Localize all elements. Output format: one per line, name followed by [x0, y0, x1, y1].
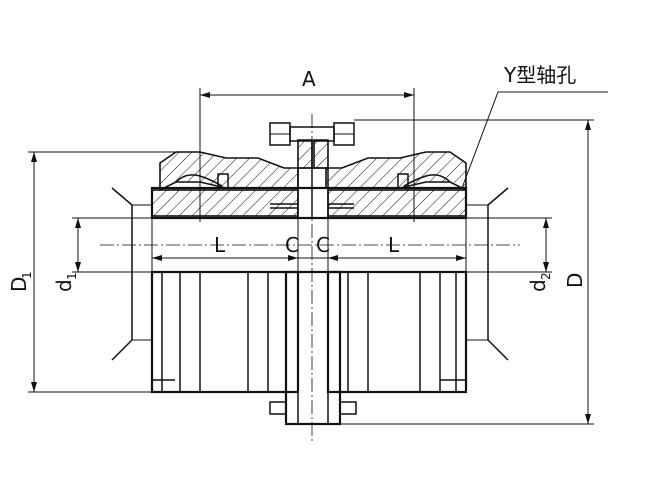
label-shaft-hole-type: Y型轴孔 — [503, 63, 576, 87]
right-flange — [313, 139, 329, 169]
label-D: D — [563, 273, 587, 288]
right-shaft-outline — [487, 187, 509, 361]
left-hub-section — [151, 189, 299, 217]
label-D1-subscript: 1 — [20, 271, 34, 279]
dimension-d1: d 1 — [52, 217, 152, 292]
right-hub-section — [327, 189, 467, 217]
upper-section — [150, 122, 468, 220]
left-hub-body — [150, 270, 300, 394]
label-d1-subscript: 1 — [65, 272, 79, 280]
label-d2-subscript: 2 — [539, 272, 553, 280]
label-d2: d — [526, 279, 550, 292]
dimension-L-C: L C C L — [151, 218, 467, 272]
label-C-right: C — [316, 233, 330, 257]
right-outer-sleeve — [325, 151, 467, 192]
label-L-right: L — [388, 233, 400, 257]
right-seal — [403, 174, 451, 187]
label-C-left: C — [285, 233, 299, 257]
label-d1: d — [52, 279, 76, 292]
dimension-d2: d 2 — [466, 217, 553, 292]
label-L-left: L — [214, 233, 226, 257]
left-outer-sleeve — [159, 151, 299, 192]
label-A: A — [302, 67, 316, 91]
left-shaft-outline — [111, 187, 133, 361]
center-flange-view — [284, 270, 342, 426]
label-D1: D — [7, 277, 31, 292]
dimension-D: D — [340, 119, 594, 425]
dimension-D1: D 1 — [7, 151, 176, 393]
left-flange — [297, 139, 313, 169]
lower-view — [150, 270, 468, 426]
dimension-A: A — [199, 67, 415, 222]
shaft-hole-type-callout: Y型轴孔 — [461, 63, 608, 189]
